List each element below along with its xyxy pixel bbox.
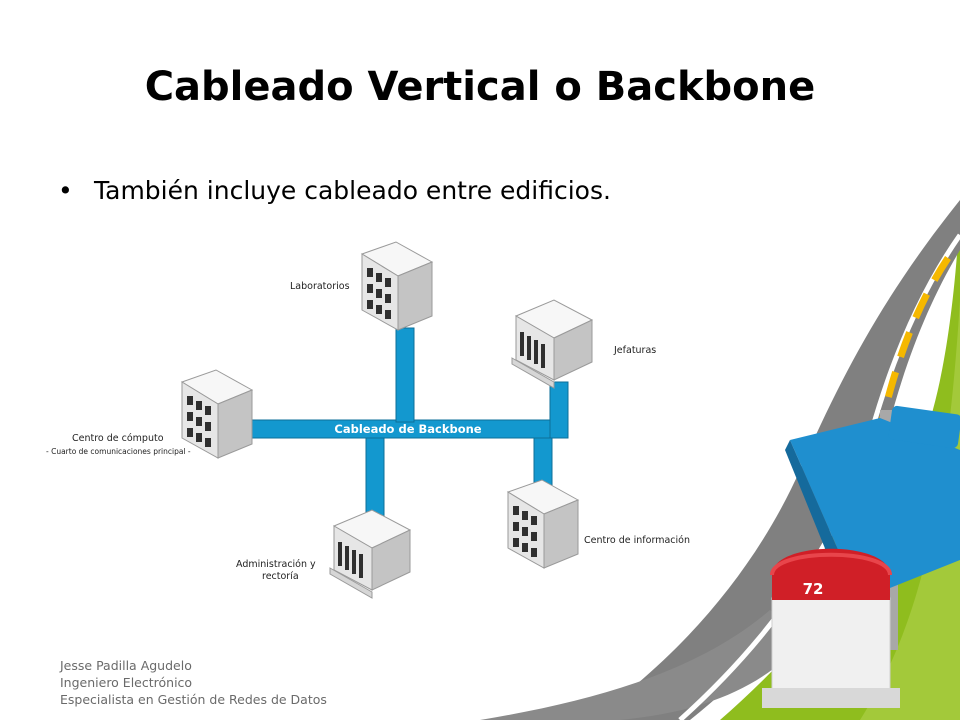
cable-to-laboratorios — [395, 327, 415, 423]
label-jefaturas: Jefaturas — [613, 345, 656, 356]
label-administracion-line2: rectoría — [262, 571, 299, 582]
page-number: 72 — [803, 580, 824, 598]
backbone-label: Cableado de Backbone — [334, 422, 481, 436]
grass-shape — [720, 210, 960, 720]
sign-board — [790, 418, 960, 600]
bullet-item: • También incluye cableado entre edificio… — [58, 176, 611, 205]
label-centro-computo-sub: - Cuarto de comunicaciones principal - — [46, 447, 191, 456]
cable-to-administracion — [365, 437, 385, 519]
cable-to-jefaturas — [549, 381, 569, 439]
road-sweep — [480, 610, 805, 720]
milestone-base — [762, 688, 900, 708]
footer-line-degree: Ingeniero Electrónico — [60, 675, 193, 690]
building-jefaturas — [511, 299, 593, 389]
milestone-top-shade — [770, 552, 892, 576]
slide-title: Cableado Vertical o Backbone — [144, 64, 816, 110]
sign-tab — [888, 405, 960, 449]
grass-highlight — [860, 300, 960, 720]
bullet-dot: • — [58, 176, 73, 205]
building-administracion — [329, 509, 411, 599]
bullet-text: También incluye cableado entre edificios… — [94, 176, 611, 205]
footer-line-name: Jesse Padilla Agudelo — [60, 658, 192, 673]
building-laboratorios — [361, 241, 433, 331]
building-centro-informacion — [507, 479, 579, 569]
building-centro-computo — [181, 369, 253, 459]
label-centro-informacion: Centro de información — [584, 535, 690, 546]
footer-line-specialty: Especialista en Gestión de Redes de Dato… — [60, 692, 327, 707]
milestone-top — [772, 548, 890, 600]
label-centro-computo: Centro de cómputo — [72, 433, 164, 444]
label-administracion-line1: Administración y — [236, 559, 316, 570]
footer-author: Jesse Padilla Agudelo Ingeniero Electrón… — [60, 657, 327, 708]
backbone-cables — [251, 327, 569, 519]
label-laboratorios: Laboratorios — [290, 281, 350, 292]
